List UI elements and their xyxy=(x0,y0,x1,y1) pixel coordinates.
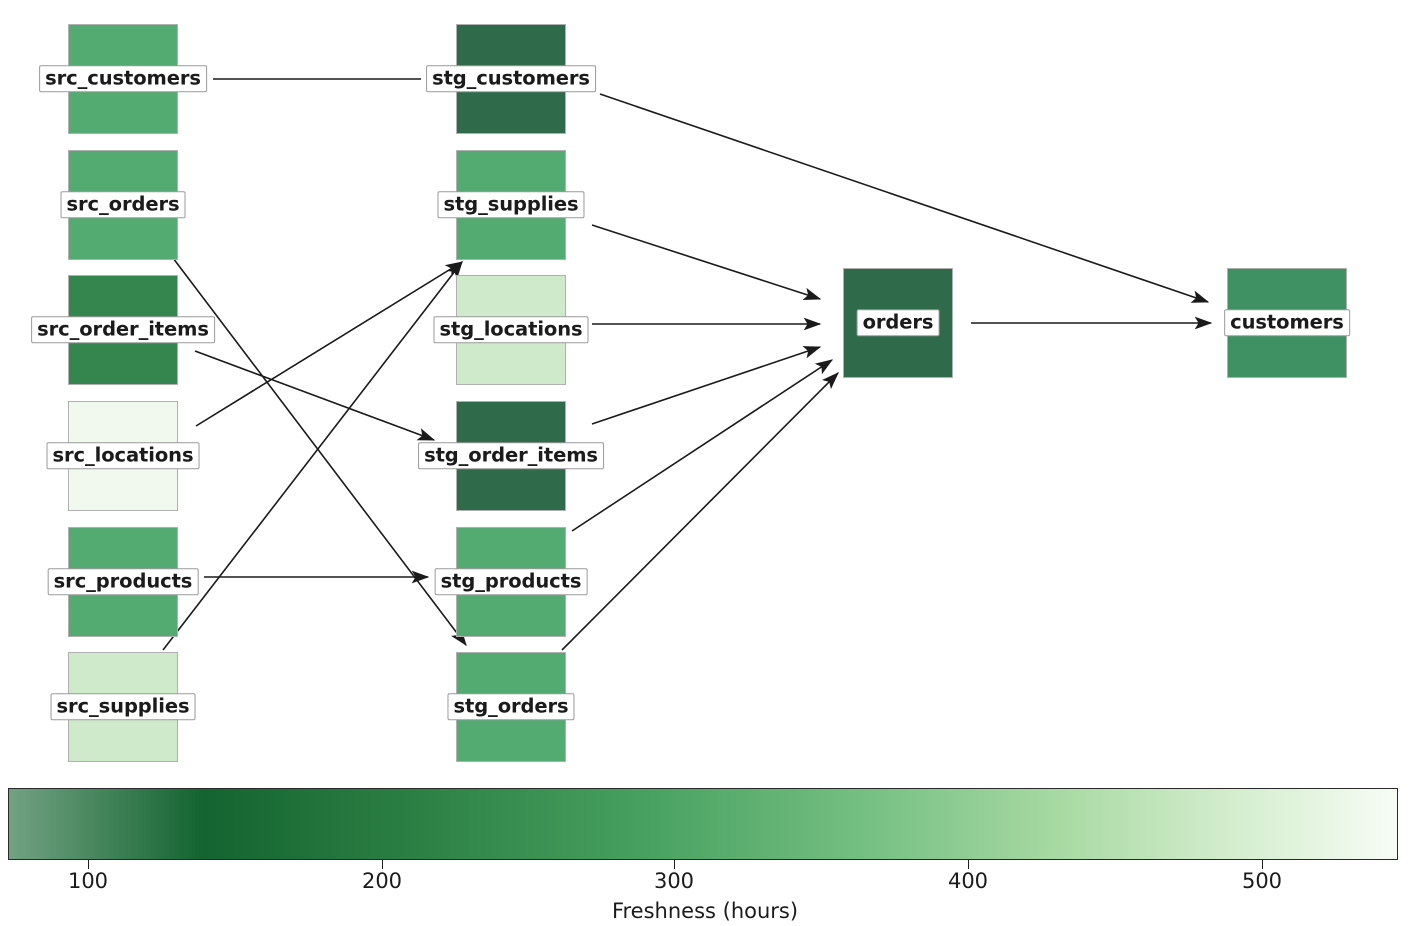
node-label-stg_orders: stg_orders xyxy=(447,693,575,721)
node-label-orders: orders xyxy=(856,309,940,337)
node-label-src_customers: src_customers xyxy=(39,65,207,93)
colorbar-tick-label-100: 100 xyxy=(67,869,109,893)
node-label-src_order_items: src_order_items xyxy=(31,316,215,344)
colorbar-tick-label-400: 400 xyxy=(947,869,989,893)
colorbar[interactable] xyxy=(8,788,1398,860)
node-label-customers: customers xyxy=(1224,309,1350,337)
node-label-stg_products: stg_products xyxy=(434,568,588,596)
edge-src_order_items-to-stg_order_items xyxy=(194,350,436,441)
colorbar-tick-label-300: 300 xyxy=(653,869,695,893)
colorbar-tick-500 xyxy=(1262,860,1264,869)
edge-stg_products-to-orders xyxy=(571,359,834,532)
node-label-stg_customers: stg_customers xyxy=(426,65,596,93)
colorbar-gradient xyxy=(8,788,1398,860)
node-label-stg_order_items: stg_order_items xyxy=(418,442,604,470)
node-label-src_supplies: src_supplies xyxy=(50,693,196,721)
node-label-stg_locations: stg_locations xyxy=(433,316,589,344)
colorbar-axis-label: Freshness (hours) xyxy=(611,899,799,923)
node-label-src_products: src_products xyxy=(47,568,199,596)
node-label-src_orders: src_orders xyxy=(60,191,186,219)
colorbar-tick-200 xyxy=(382,860,384,869)
edge-stg_order_items-to-orders xyxy=(591,346,822,425)
colorbar-tick-400 xyxy=(968,860,970,869)
node-label-stg_supplies: stg_supplies xyxy=(437,191,585,219)
node-label-src_locations: src_locations xyxy=(46,442,200,470)
edge-src_locations-to-stg_locations xyxy=(195,261,464,427)
colorbar-tick-100 xyxy=(88,860,90,869)
edge-stg_orders-to-orders xyxy=(561,372,839,651)
edge-stg_supplies-to-orders xyxy=(591,224,822,301)
colorbar-tick-label-500: 500 xyxy=(1241,869,1283,893)
colorbar-tick-300 xyxy=(674,860,676,869)
edges xyxy=(162,78,1213,651)
colorbar-tick-label-200: 200 xyxy=(361,869,403,893)
